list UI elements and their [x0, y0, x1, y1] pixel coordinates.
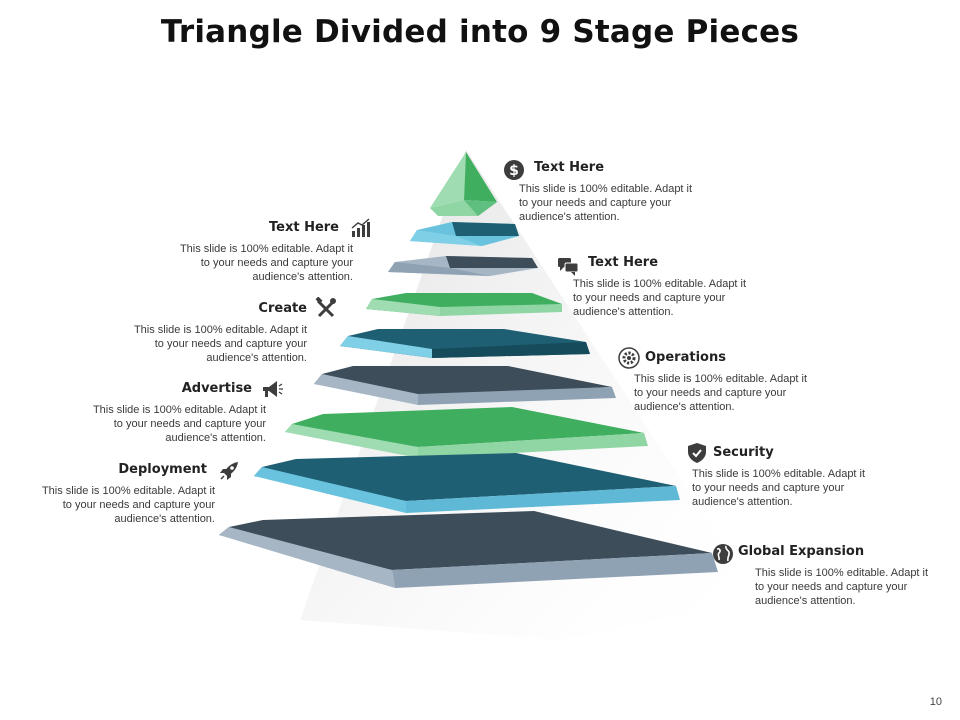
callout-line: audience's attention. — [165, 432, 266, 444]
callout-line: audience's attention. — [252, 271, 353, 283]
callout-line: This slide is 100% editable. Adapt it — [755, 567, 929, 579]
callout-left-3: Advertise This slide is 100% editable. A… — [63, 382, 266, 445]
callout-heading: Create — [258, 301, 307, 316]
callout-body: This slide is 100% editable. Adapt it to… — [519, 182, 729, 224]
globe-icon — [713, 544, 733, 564]
callout-line: to your needs and capture your — [62, 499, 215, 511]
rocket-icon — [220, 462, 238, 480]
callout-line: This slide is 100% editable. Adapt it — [179, 243, 353, 255]
slide-title: Triangle Divided into 9 Stage Pieces — [160, 14, 800, 50]
pyramid-stage-5 — [340, 329, 590, 358]
chat-icon — [558, 258, 579, 276]
callout-body: This slide is 100% editable. Adapt it to… — [63, 403, 266, 445]
callout-line: This slide is 100% editable. Adapt it — [41, 485, 215, 497]
callout-line: This slide is 100% editable. Adapt it — [573, 278, 747, 290]
callout-line: audience's attention. — [206, 352, 307, 364]
callout-line: audience's attention. — [692, 496, 793, 508]
tools-icon — [315, 297, 336, 318]
callout-body: This slide is 100% editable. Adapt it to… — [573, 277, 783, 319]
callout-line: audience's attention. — [114, 513, 215, 525]
dollar-icon: $ — [504, 160, 524, 180]
callout-line: to your needs and capture your — [113, 418, 266, 430]
callout-line: This slide is 100% editable. Adapt it — [519, 183, 693, 195]
callout-heading: Operations — [645, 350, 726, 365]
callout-right-5: Global Expansion This slide is 100% edit… — [738, 545, 958, 608]
callout-right-3: Operations This slide is 100% editable. … — [634, 351, 844, 414]
callout-line: to your needs and capture your — [692, 482, 845, 494]
callout-line: to your needs and capture your — [154, 338, 307, 350]
callout-left-1: Text Here This slide is 100% editable. A… — [150, 221, 353, 284]
callout-heading: Text Here — [268, 220, 339, 235]
callout-right-4: Security This slide is 100% editable. Ad… — [692, 446, 902, 509]
callout-body: This slide is 100% editable. Adapt it to… — [692, 467, 902, 509]
pyramid-stage-6 — [314, 366, 616, 405]
callout-line: to your needs and capture your — [519, 197, 672, 209]
callout-line: audience's attention. — [634, 401, 735, 413]
callout-body: This slide is 100% editable. Adapt it to… — [634, 372, 844, 414]
callout-line: to your needs and capture your — [200, 257, 353, 269]
callout-right-1: Text Here This slide is 100% editable. A… — [519, 161, 729, 224]
callout-line: audience's attention. — [755, 595, 856, 607]
pyramid-stage-7 — [285, 407, 648, 458]
callout-body: This slide is 100% editable. Adapt it to… — [12, 484, 215, 526]
callout-heading: Security — [713, 445, 774, 460]
pyramid-stage-2 — [410, 222, 519, 246]
bar-chart-icon — [351, 218, 370, 237]
callout-heading: Global Expansion — [738, 544, 865, 559]
pyramid-stage-4 — [366, 293, 562, 316]
callout-line: to your needs and capture your — [634, 387, 787, 399]
callout-line: This slide is 100% editable. Adapt it — [133, 324, 307, 336]
callout-line: audience's attention. — [519, 211, 620, 223]
svg-text:$: $ — [509, 163, 519, 179]
callout-right-2: Text Here This slide is 100% editable. A… — [573, 256, 783, 319]
shield-icon — [688, 443, 706, 463]
callout-line: This slide is 100% editable. Adapt it — [692, 468, 866, 480]
callout-heading: Deployment — [118, 462, 207, 477]
callout-line: This slide is 100% editable. Adapt it — [92, 404, 266, 416]
callout-left-2: Create This slide is 100% editable. Adap… — [104, 302, 307, 365]
callout-body: This slide is 100% editable. Adapt it to… — [150, 242, 353, 284]
pyramid-stage-9 — [219, 511, 718, 588]
callout-left-4: Deployment This slide is 100% editable. … — [12, 463, 215, 526]
callout-line: This slide is 100% editable. Adapt it — [634, 373, 808, 385]
gear-icon — [618, 347, 640, 369]
megaphone-icon — [263, 381, 283, 397]
callout-line: to your needs and capture your — [755, 581, 908, 593]
pyramid-stage-1 — [430, 152, 497, 216]
callout-heading: Text Here — [534, 160, 605, 175]
callout-heading: Advertise — [181, 381, 252, 396]
pyramid-stage-8 — [254, 453, 680, 513]
callout-line: audience's attention. — [573, 306, 674, 318]
pyramid-stage-3 — [388, 256, 538, 276]
callout-body: This slide is 100% editable. Adapt it to… — [755, 566, 958, 608]
callout-body: This slide is 100% editable. Adapt it to… — [104, 323, 307, 365]
callout-line: to your needs and capture your — [573, 292, 726, 304]
page-number: 10 — [929, 696, 942, 708]
callout-heading: Text Here — [588, 255, 659, 270]
